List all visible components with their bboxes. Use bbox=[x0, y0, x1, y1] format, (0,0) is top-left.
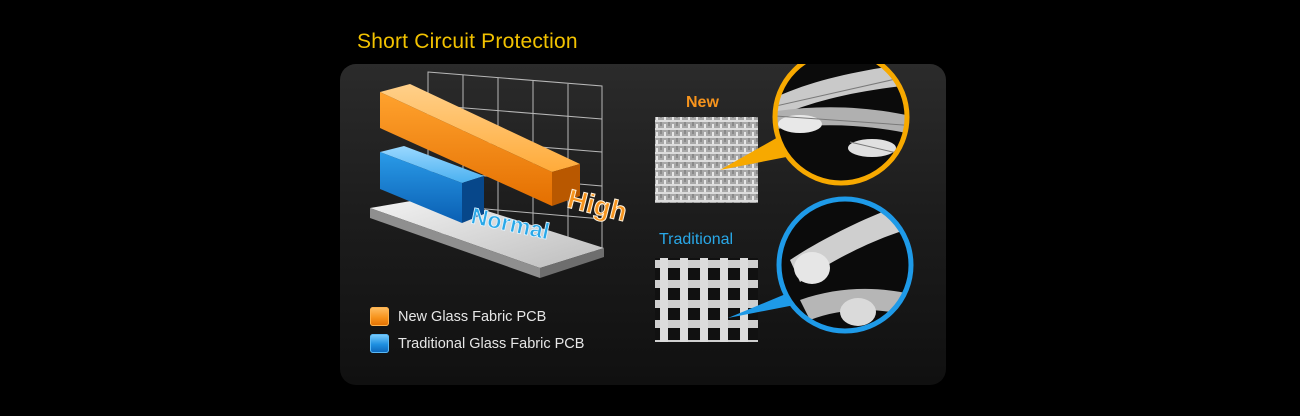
orange-swatch-icon bbox=[370, 307, 389, 326]
normal-bar bbox=[380, 146, 484, 223]
page-title: Short Circuit Protection bbox=[357, 30, 578, 53]
traditional-fabric-label: Traditional bbox=[659, 231, 734, 248]
high-label: High bbox=[565, 184, 630, 228]
legend-label: New Glass Fabric PCB bbox=[398, 308, 547, 325]
traditional-fabric-zoom bbox=[776, 196, 914, 334]
legend-item-new: New Glass Fabric PCB bbox=[370, 307, 546, 326]
new-fabric-label: New bbox=[686, 94, 719, 111]
high-bar bbox=[380, 84, 580, 206]
comparison-panel: High Normal bbox=[340, 64, 946, 385]
platform bbox=[370, 196, 604, 278]
new-fabric-zoom bbox=[772, 64, 910, 186]
legend-item-traditional: Traditional Glass Fabric PCB bbox=[370, 334, 584, 353]
blue-swatch-icon bbox=[370, 334, 389, 353]
bar-illustration: High Normal bbox=[370, 64, 914, 342]
legend-label: Traditional Glass Fabric PCB bbox=[398, 335, 585, 352]
traditional-fabric-sample bbox=[655, 258, 758, 342]
